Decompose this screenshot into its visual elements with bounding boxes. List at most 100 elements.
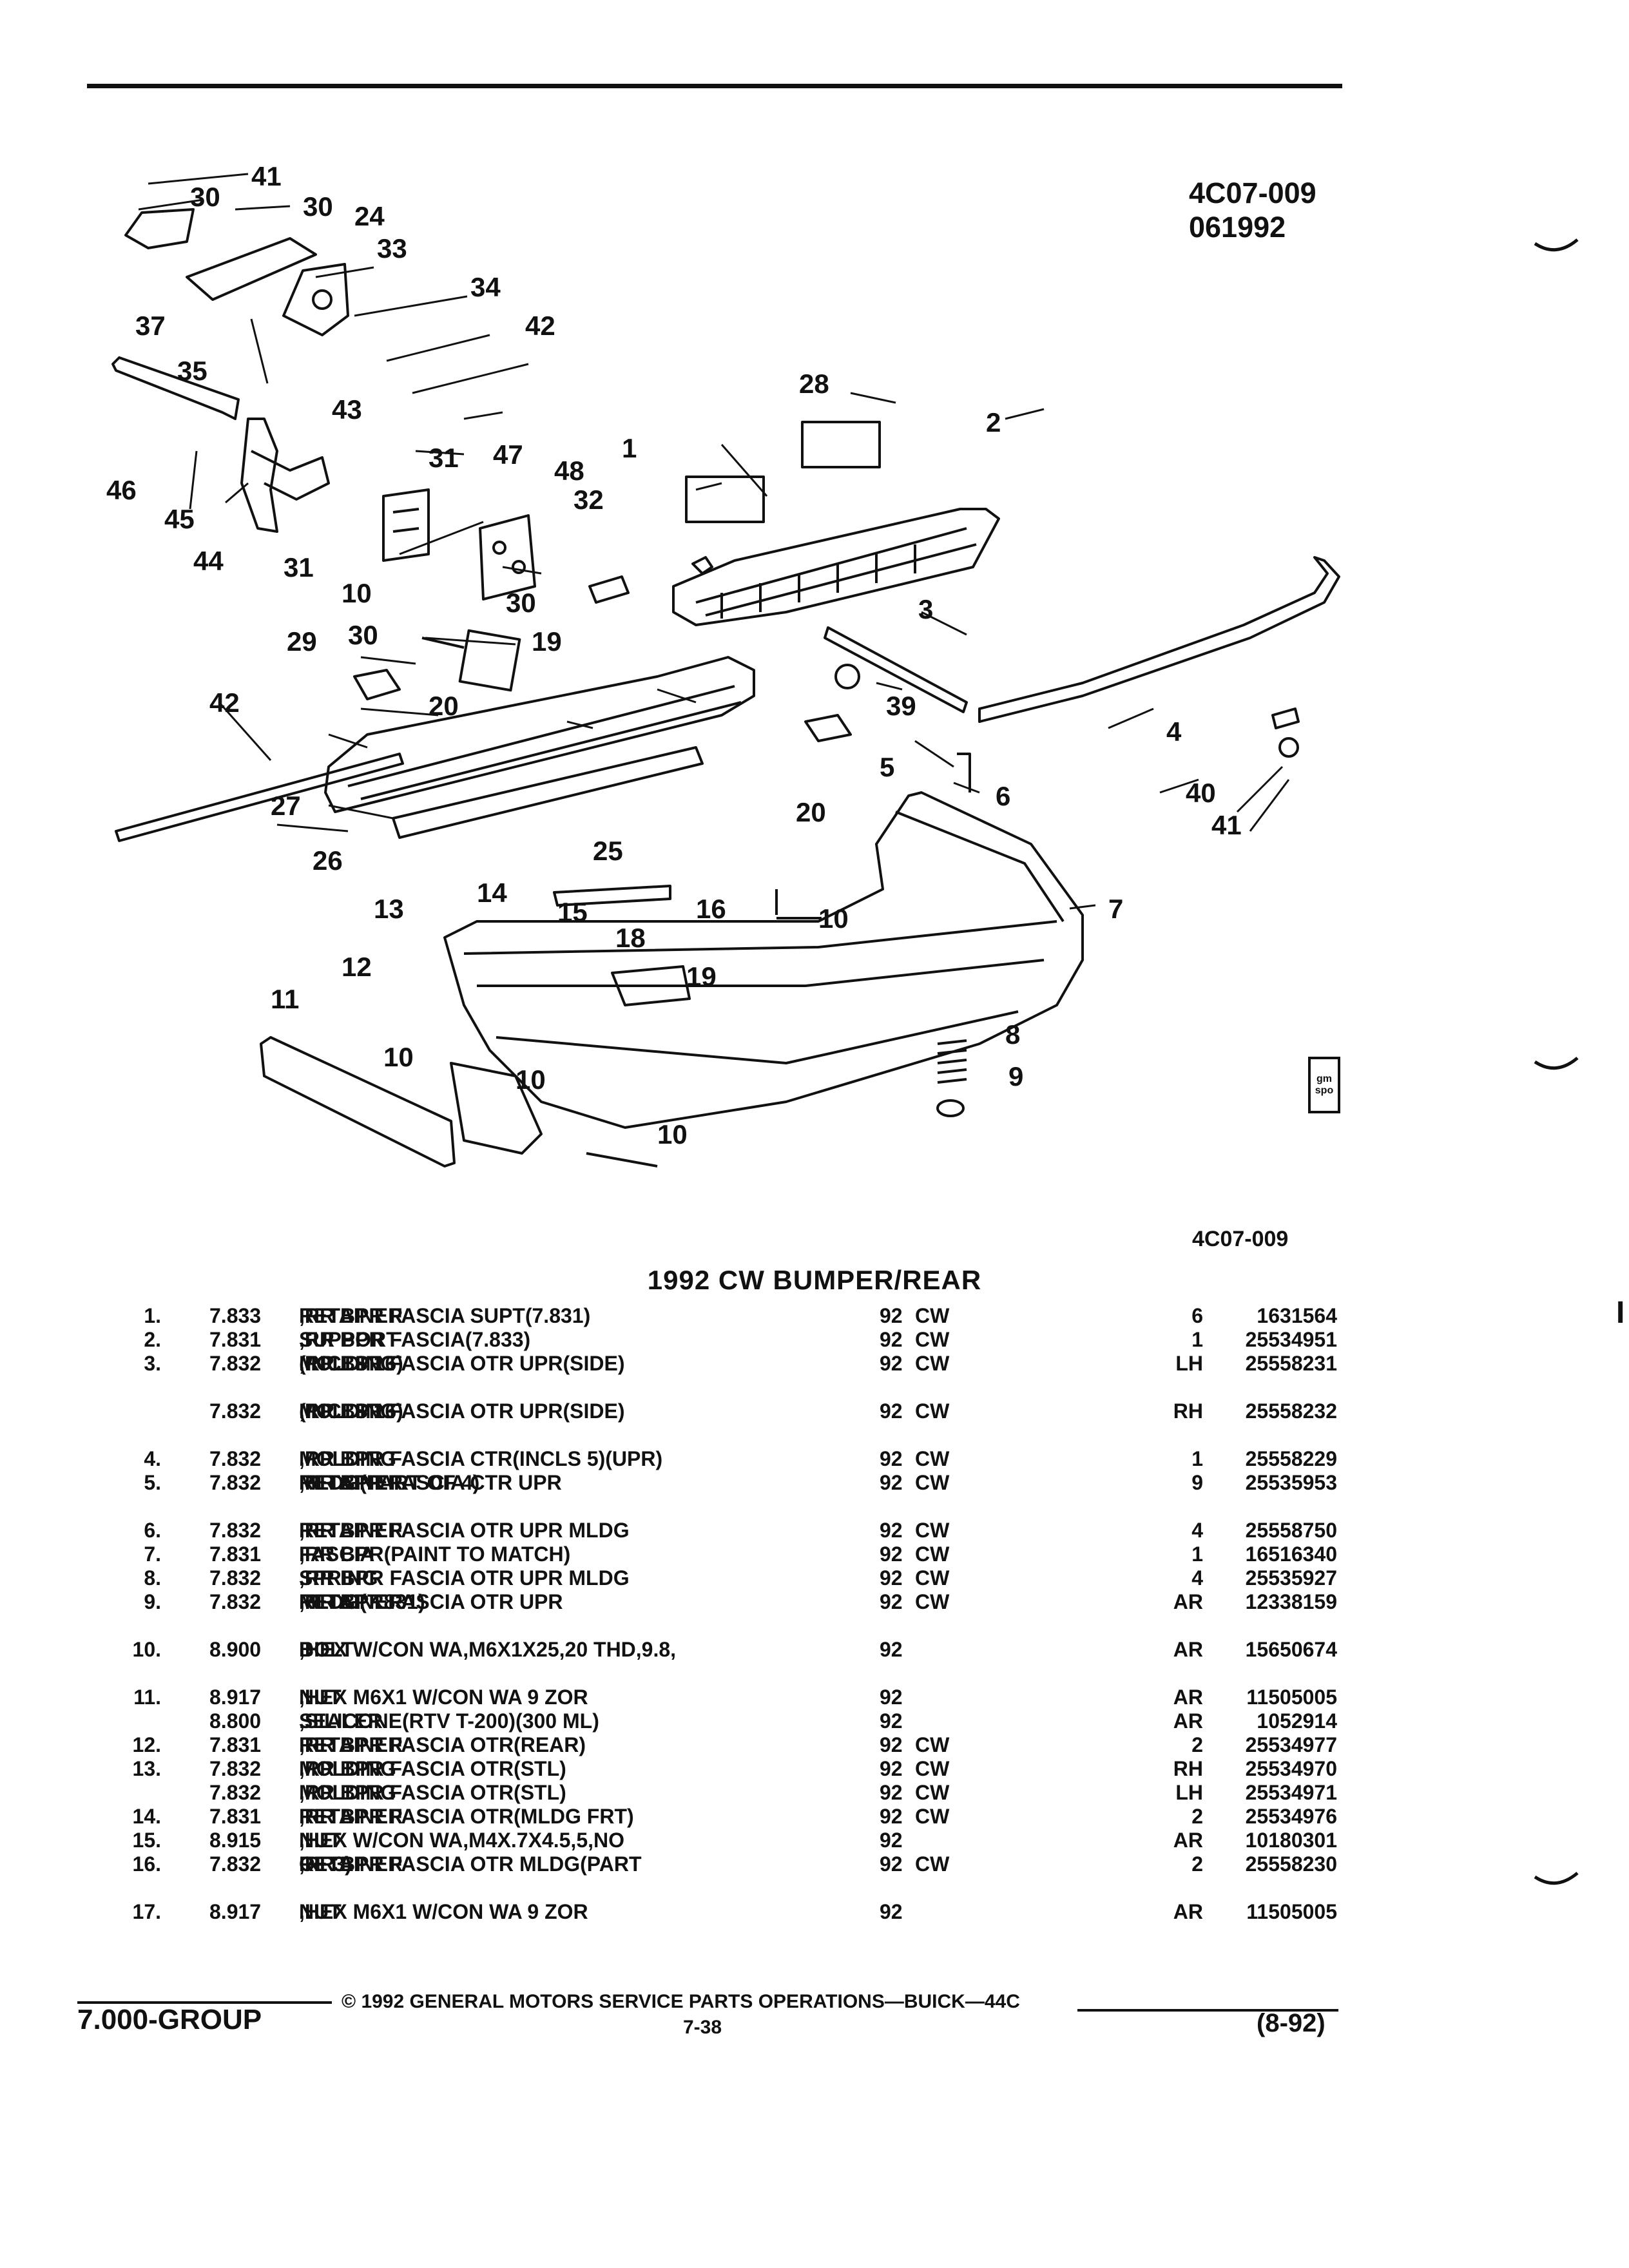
reinforcement-23 xyxy=(392,746,704,839)
part-description-continued: DO xyxy=(299,1638,330,1661)
spo-logo-text: spo xyxy=(1315,1085,1334,1096)
part-detail: ,RR BPR FASCIA OTR UPR MLDG xyxy=(299,1566,630,1590)
edge-glyph: I xyxy=(1616,1296,1625,1330)
part-item-number: 14. xyxy=(132,1805,161,1828)
part-name: RETAINER xyxy=(299,1733,403,1756)
part-group-number: 8.917 xyxy=(209,1686,262,1709)
part-detail: ,HEX M6X1 W/CON WA 9 ZOR xyxy=(299,1900,588,1923)
footer-rule-right xyxy=(1077,2009,1338,2012)
part-description-continued: (INCLS 16) xyxy=(299,1399,403,1423)
callout-30b: 32 xyxy=(574,485,604,515)
part-item-number: 17. xyxy=(132,1900,161,1923)
part-quantity: 1 xyxy=(1191,1328,1203,1351)
callout-25: 28 xyxy=(799,369,829,399)
part-number: 25534951 xyxy=(1245,1328,1337,1351)
plate-27 xyxy=(458,629,521,692)
part-number: 25535927 xyxy=(1245,1566,1337,1590)
part-item-number: 5. xyxy=(144,1471,161,1494)
callout-12: 10 xyxy=(383,1042,414,1072)
part-detail: ,RR BPR FASCIA OTR(REAR) xyxy=(299,1733,586,1756)
callout-28: 30 xyxy=(506,588,536,618)
part-description-continued: OF 3) xyxy=(299,1852,352,1876)
part-detail: ,HEX W/CON WA,M6X1X25,20 THD,9.8, xyxy=(299,1638,677,1661)
part-year: 92 xyxy=(880,1900,903,1923)
diagram-svg: 41 30 30 24 33 34 42 37 35 43 31 47 48 3… xyxy=(106,161,1340,1168)
part-year: 92 xyxy=(880,1638,903,1661)
part-group-number: 7.832 xyxy=(209,1852,262,1876)
part-description-continued: (INCLS 16) xyxy=(299,1352,403,1375)
part-quantity: RH xyxy=(1173,1757,1203,1780)
sealer-block-25a xyxy=(685,476,765,523)
part-item-number: 10. xyxy=(132,1638,161,1661)
part-group-number: 7.832 xyxy=(209,1447,262,1470)
part-number: 1631564 xyxy=(1257,1304,1337,1327)
part-name: RETAINER xyxy=(299,1852,403,1876)
part-group-number: 8.915 xyxy=(209,1829,262,1852)
part-body-style: CW xyxy=(915,1399,950,1423)
part-quantity: 6 xyxy=(1191,1304,1203,1327)
callout-3: 3 xyxy=(918,594,933,624)
part-name: MOLDING xyxy=(299,1781,397,1804)
part-number: 25534971 xyxy=(1245,1781,1337,1804)
callout-29: 31 xyxy=(284,552,314,582)
part-year: 92 xyxy=(880,1542,903,1566)
callout-47: 47 xyxy=(493,439,523,470)
part-item-number: 1. xyxy=(144,1304,161,1327)
part-quantity: 4 xyxy=(1191,1519,1203,1542)
part-year: 92 xyxy=(880,1352,903,1375)
callout-19a: 19 xyxy=(532,626,562,657)
part-quantity: AR xyxy=(1173,1900,1203,1923)
part-group-number: 7.831 xyxy=(209,1328,262,1351)
callout-20a: 20 xyxy=(429,691,459,721)
part-body-style: CW xyxy=(915,1566,950,1590)
part-body-style: CW xyxy=(915,1519,950,1542)
part-number: 25534977 xyxy=(1245,1733,1337,1756)
part-name: RETAINER xyxy=(299,1805,403,1828)
part-quantity: 1 xyxy=(1191,1447,1203,1470)
sealer-block-25b xyxy=(801,421,881,468)
part-item-number: 12. xyxy=(132,1733,161,1756)
binder-mark-3 xyxy=(1534,1872,1579,1885)
retainer-5 xyxy=(804,714,852,742)
callout-46: 41 xyxy=(251,161,282,191)
fascia-support-2 xyxy=(672,508,1000,626)
part-quantity: RH xyxy=(1173,1399,1203,1423)
plate-48 xyxy=(479,514,536,601)
part-item-number: 3. xyxy=(144,1352,161,1375)
part-year: 92 xyxy=(880,1781,903,1804)
callout-44: 45 xyxy=(164,504,195,534)
part-year: 92 xyxy=(880,1852,903,1876)
part-name: NUT xyxy=(299,1900,342,1923)
part-year: 92 xyxy=(880,1304,903,1327)
part-year: 92 xyxy=(880,1686,903,1709)
figure-date-code: 061992 xyxy=(1189,211,1286,244)
part-item-number: 9. xyxy=(144,1590,161,1613)
callout-2: 2 xyxy=(986,407,1001,437)
part-detail: ,RR BPR FASCIA(7.833) xyxy=(299,1328,531,1351)
part-quantity: 1 xyxy=(1191,1542,1203,1566)
gm-logo-text: gm xyxy=(1316,1073,1332,1084)
part-detail: ,HEX W/CON WA,M4X.7X4.5,5,NO xyxy=(299,1829,624,1852)
callout-4: 4 xyxy=(1166,716,1182,747)
part-body-style: CW xyxy=(915,1471,950,1494)
part-quantity: 2 xyxy=(1191,1733,1203,1756)
part-item-number: 8. xyxy=(144,1566,161,1590)
callout-17a: 15 xyxy=(557,897,588,927)
part-name: SUPPORT xyxy=(299,1328,399,1351)
part-body-style: CW xyxy=(915,1590,950,1613)
part-detail: ,RR BPR FASCIA CTR UPR xyxy=(299,1471,562,1494)
callout-40: 42 xyxy=(209,687,240,718)
callout-16: 14 xyxy=(477,878,507,908)
part-detail: ,RR BPR FASCIA OTR(MLDG FRT) xyxy=(299,1805,634,1828)
bolt-10b xyxy=(775,889,822,919)
bracket-plate-34 xyxy=(124,208,195,249)
footer-group: 7.000-GROUP xyxy=(77,2004,262,2035)
part-year: 92 xyxy=(880,1566,903,1590)
part-group-number: 7.832 xyxy=(209,1399,262,1423)
